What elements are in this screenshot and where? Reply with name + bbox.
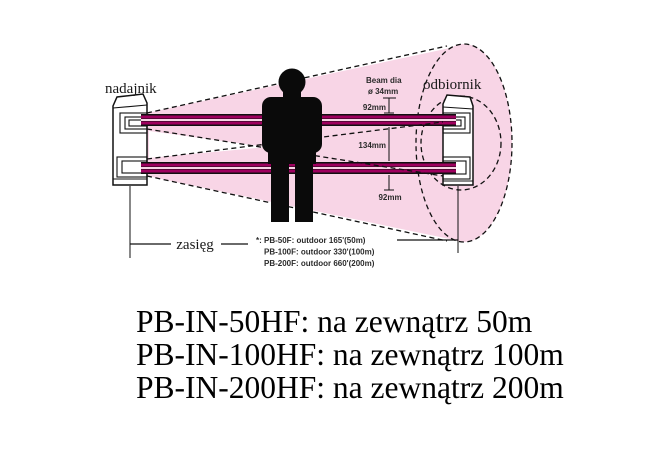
receiver-label: odbiornik [423, 77, 482, 93]
detection-cone-fill [147, 45, 512, 242]
beam-dia-label-line2: ø 34mm [368, 87, 398, 96]
transmitter-label: nadajnik [105, 81, 157, 97]
caption-line-100: PB-IN-100HF: na zewnątrz 100m [136, 336, 564, 372]
beam-dimension-lines [383, 97, 396, 191]
receiver-cap-line [442, 106, 474, 110]
beam-sensor-diagram: nadajnik odbiornik Beam dia ø 34mm 92mm … [105, 43, 513, 268]
transmitter-cap-line [112, 104, 148, 109]
person-silhouette [262, 68, 322, 222]
transmitter-device [112, 93, 148, 258]
beam-dia-label-line1: Beam dia [366, 76, 402, 85]
cone-gap-wedge [149, 131, 267, 158]
dim-top-label: 92mm [363, 103, 386, 112]
range-indicator [130, 239, 458, 245]
range-note-3: PB-200F: outdoor 660'(200m) [264, 259, 375, 268]
dim-bot-label: 92mm [378, 193, 401, 202]
caption-line-50: PB-IN-50HF: na zewnątrz 50m [136, 304, 533, 339]
range-label: zasięg [176, 237, 214, 253]
range-notes: *: PB-50F: outdoor 165'(50m) PB-100F: ou… [256, 236, 375, 268]
spread-line-upper-inner [146, 128, 444, 177]
range-note-2: PB-100F: outdoor 330'(100m) [264, 248, 375, 257]
caption: PB-IN-50HF: na zewnątrz 50m PB-IN-100HF:… [136, 304, 564, 405]
dim-mid-label: 134mm [358, 141, 386, 150]
range-note-1: *: PB-50F: outdoor 165'(50m) [256, 236, 366, 245]
outer-beam-ellipse [415, 43, 513, 243]
caption-line-200: PB-IN-200HF: na zewnątrz 200m [136, 369, 564, 405]
